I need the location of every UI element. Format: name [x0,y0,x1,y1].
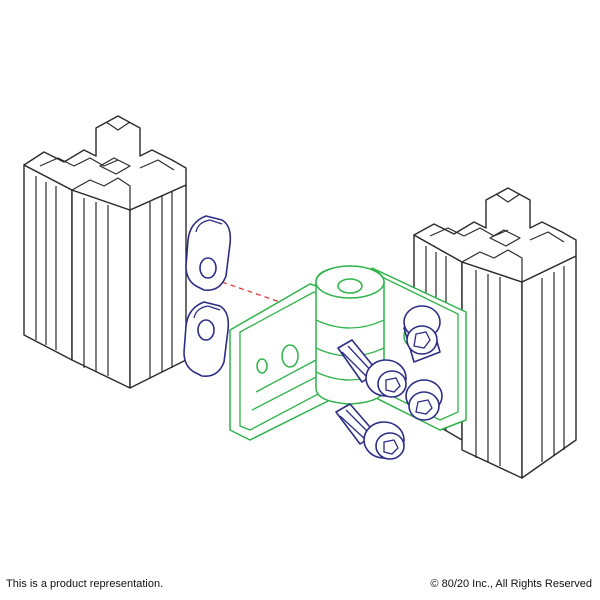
t-nut-upper [185,215,232,292]
product-illustration [23,115,577,479]
screw-bottom [335,403,405,460]
screw-lower-right [405,379,443,421]
t-nut-lower [183,301,230,378]
disclaimer-text: This is a product representation. [6,578,164,590]
screw-upper-right [403,305,441,363]
screw-middle [337,339,407,398]
copyright-text: © 80/20 Inc., All Rights Reserved [430,578,592,590]
left-extrusion-profile [23,115,187,389]
